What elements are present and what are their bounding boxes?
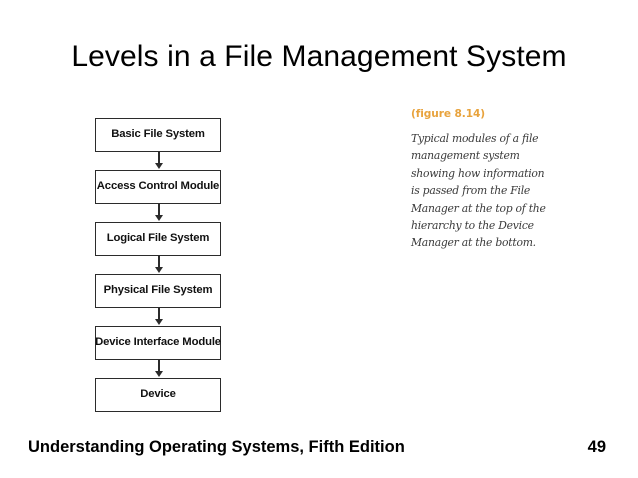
footer-book-title: Understanding Operating Systems, Fifth E… xyxy=(28,438,405,456)
arrow-head xyxy=(155,319,163,325)
flow-node-label: Physical File System xyxy=(103,284,213,297)
flow-node-label: Device xyxy=(140,388,176,401)
figure-caption: (figure 8.14) Typical modules of a file … xyxy=(411,108,563,252)
arrow-shaft xyxy=(158,360,160,373)
flow-node-basic-file-system: Basic File System xyxy=(95,118,221,152)
arrow-head xyxy=(155,163,163,169)
flow-node-label: Logical File System xyxy=(106,232,210,245)
arrow-head xyxy=(155,371,163,377)
arrow-shaft xyxy=(158,152,160,165)
caption-line: hierarchy to the Device xyxy=(411,219,534,233)
down-arrow-icon xyxy=(95,360,223,378)
arrow-shaft xyxy=(158,308,160,321)
flow-node-device-interface-module: Device Interface Module xyxy=(95,326,221,360)
down-arrow-icon xyxy=(95,308,223,326)
arrow-shaft xyxy=(158,204,160,217)
down-arrow-icon xyxy=(95,256,223,274)
flow-node-label: Device Interface Module xyxy=(95,336,221,349)
caption-line: is passed from the File xyxy=(411,184,531,198)
down-arrow-icon xyxy=(95,204,223,222)
footer-page-number: 49 xyxy=(587,438,606,456)
caption-line: Manager at the top of the xyxy=(411,201,546,215)
caption-line: management system xyxy=(411,149,520,163)
flowchart-diagram: Basic File System Access Control Module … xyxy=(95,118,223,412)
arrow-head xyxy=(155,215,163,221)
flow-node-logical-file-system: Logical File System xyxy=(95,222,221,256)
caption-line: showing how information xyxy=(411,166,545,180)
flow-node-physical-file-system: Physical File System xyxy=(95,274,221,308)
down-arrow-icon xyxy=(95,152,223,170)
flow-node-label: Basic File System xyxy=(111,128,205,141)
flow-node-device: Device xyxy=(95,378,221,412)
flow-node-label: Access Control Module xyxy=(96,180,220,193)
arrow-shaft xyxy=(158,256,160,269)
figure-caption-body: Typical modules of a file management sys… xyxy=(411,130,563,252)
caption-line: Manager at the bottom. xyxy=(411,236,536,250)
page-title: Levels in a File Management System xyxy=(71,40,567,73)
caption-line: Typical modules of a file xyxy=(411,132,539,145)
flow-node-access-control-module: Access Control Module xyxy=(95,170,221,204)
figure-caption-heading: (figure 8.14) xyxy=(411,108,485,120)
arrow-head xyxy=(155,267,163,273)
